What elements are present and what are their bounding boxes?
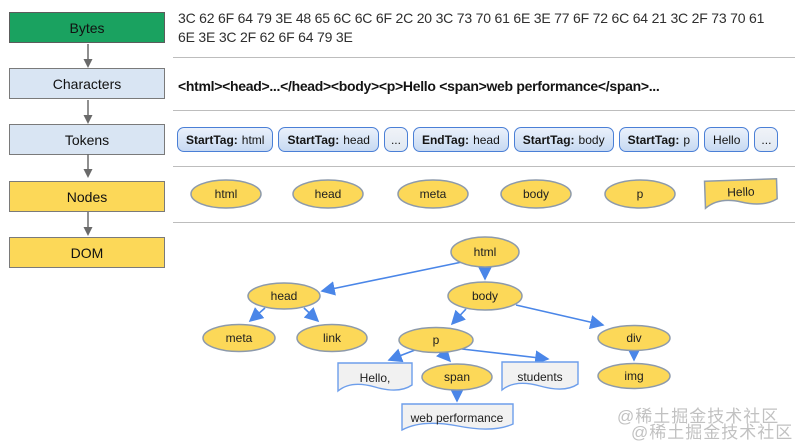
token-value: Hello — [713, 132, 741, 147]
watermark: @稀土掘金技术社区 — [631, 423, 794, 442]
dom-node-p: p — [398, 326, 474, 354]
edge-body-p — [450, 308, 467, 326]
stage-box-tokens: Tokens — [9, 124, 165, 155]
token-value: ... — [390, 132, 401, 147]
dom-node-div: div — [597, 324, 671, 352]
node-label: html — [215, 187, 238, 201]
token-chip-starttag-p: StartTag:p — [618, 127, 700, 152]
characters-markup-text: <html><head>...</head><body><p>Hello <sp… — [178, 78, 660, 94]
stage-box-dom: DOM — [9, 237, 165, 268]
token-value: head — [343, 132, 370, 147]
token-value: body — [578, 132, 605, 147]
row-divider — [173, 222, 795, 223]
node-label: span — [444, 370, 470, 384]
token-type: StartTag: — [287, 132, 340, 147]
edge-html-head — [320, 261, 463, 296]
dom-node-head: head — [247, 282, 321, 310]
node-label: meta — [226, 331, 253, 345]
node-label: div — [626, 331, 641, 345]
node-label: meta — [420, 187, 447, 201]
token-type: EndTag: — [421, 132, 470, 147]
node-label: p — [433, 333, 440, 347]
node-ellipse-head: head — [292, 179, 364, 209]
edge-body-div — [515, 304, 605, 330]
dom-text-node-students: students — [501, 361, 579, 392]
text-node-hello: Hello — [703, 177, 778, 210]
watermark: @稀土掘金技术社区 — [617, 407, 780, 426]
edge-p-hello — [387, 348, 416, 363]
token-value: ... — [761, 132, 772, 147]
node-label: link — [323, 331, 342, 345]
node-label: students — [517, 370, 562, 384]
node-ellipse-body: body — [500, 179, 572, 209]
node-label: Hello, — [360, 371, 391, 385]
dom-text-node-web-performance: web performance — [401, 403, 514, 432]
token-chip-ellipsis: ... — [383, 127, 408, 152]
stage-box-nodes: Nodes — [9, 181, 165, 212]
stage-label: DOM — [70, 244, 104, 261]
node-label: body — [523, 187, 549, 201]
edge-head-link — [303, 307, 320, 323]
tokens-row: StartTag:html StartTag:head ... EndTag:h… — [177, 127, 779, 152]
node-label: img — [624, 369, 643, 383]
token-type: StartTag: — [627, 132, 680, 147]
dom-node-link: link — [296, 323, 368, 353]
dom-node-span: span — [421, 363, 493, 391]
token-value: head — [473, 132, 500, 147]
token-chip-endtag-head: EndTag:head — [412, 127, 509, 152]
down-arrow-icon — [83, 212, 93, 236]
node-label: p — [637, 187, 644, 201]
stage-label: Characters — [52, 75, 122, 92]
row-divider — [173, 166, 795, 167]
node-label: head — [271, 289, 298, 303]
token-value: p — [683, 132, 691, 147]
dom-text-node-hello: Hello, — [337, 362, 413, 393]
row-divider — [173, 57, 795, 58]
node-ellipse-p: p — [604, 179, 676, 209]
edge-head-meta — [248, 307, 266, 323]
token-chip-starttag-head: StartTag:head — [278, 127, 379, 152]
token-value: html — [241, 132, 265, 147]
dom-node-body: body — [447, 281, 523, 311]
dom-tree: html head body meta link p div span — [202, 236, 671, 432]
nodes-row: html head meta body p Hello — [190, 177, 778, 210]
bytes-hex-line2: 6E 3E 3C 2F 62 6F 64 79 3E — [178, 29, 353, 45]
token-type: StartTag: — [186, 132, 238, 147]
stage-label: Tokens — [64, 131, 110, 148]
stage-label: Nodes — [66, 188, 108, 205]
bytes-hex-line1: 3C 62 6F 64 79 3E 48 65 6C 6C 6F 2C 20 3… — [178, 10, 765, 26]
down-arrow-icon — [83, 44, 93, 68]
token-chip-starttag-html: StartTag:html — [177, 127, 274, 152]
token-chip-ellipsis: ... — [754, 127, 779, 152]
token-type: StartTag: — [522, 132, 575, 147]
token-chip-hello: Hello — [704, 127, 750, 152]
node-label: body — [472, 289, 498, 303]
down-arrow-icon — [83, 100, 93, 124]
node-label: web performance — [410, 411, 504, 425]
token-chip-starttag-body: StartTag:body — [513, 127, 614, 152]
dom-node-html: html — [450, 236, 520, 268]
dom-node-meta: meta — [202, 323, 276, 353]
dom-node-img: img — [597, 362, 671, 390]
stage-box-characters: Characters — [9, 68, 165, 99]
row-divider — [173, 110, 795, 111]
node-label: html — [474, 245, 497, 259]
node-ellipse-meta: meta — [397, 179, 469, 209]
node-label: Hello — [727, 185, 755, 200]
node-label: head — [315, 187, 342, 201]
edge-p-students — [461, 348, 550, 365]
stage-box-bytes: Bytes — [9, 12, 165, 43]
node-ellipse-html: html — [190, 179, 262, 209]
down-arrow-icon — [83, 154, 93, 178]
stage-label: Bytes — [69, 19, 105, 36]
